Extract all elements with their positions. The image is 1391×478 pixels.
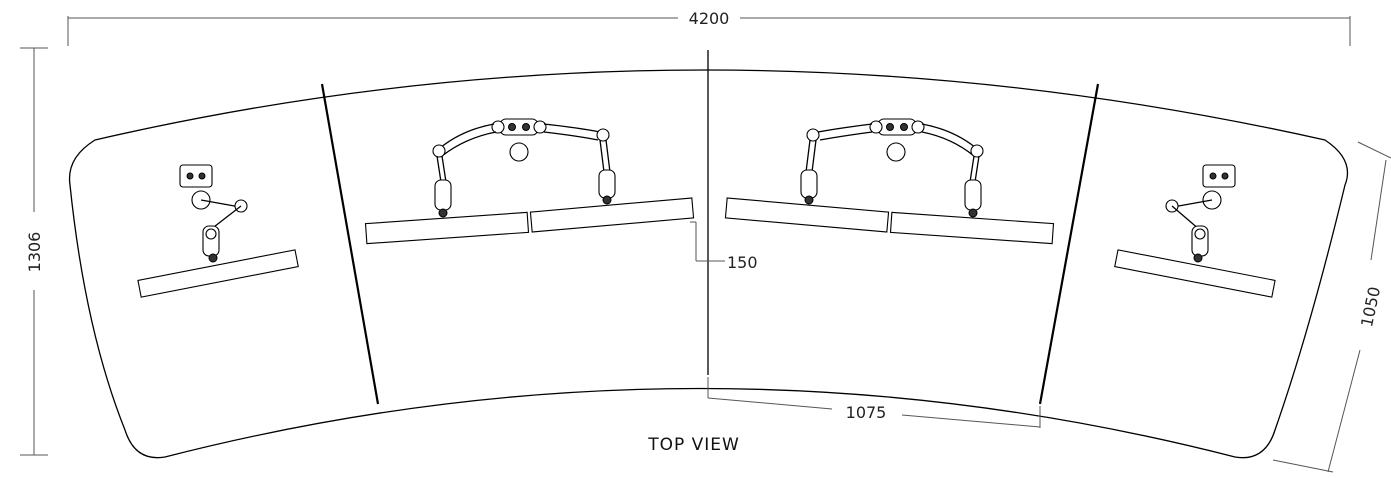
monitor-bar-center-left-2 bbox=[529, 197, 695, 233]
dimension-offset: 150 bbox=[690, 221, 758, 272]
dimension-overall-depth: 1306 bbox=[20, 47, 48, 456]
dimension-label-offset: 150 bbox=[727, 253, 758, 272]
clamp-far-left bbox=[208, 253, 218, 263]
pole-center-right bbox=[886, 142, 906, 162]
dimension-section-width: 1075 bbox=[707, 377, 1041, 428]
dimension-section-depth: 1050 bbox=[1272, 141, 1391, 473]
monitor-mount-far-right bbox=[1202, 164, 1236, 188]
monitor-arm-far-right bbox=[1114, 164, 1276, 298]
monitor-bar-center-right-2 bbox=[889, 211, 1055, 245]
monitor-arm-center-left bbox=[364, 118, 695, 245]
monitor-bar-far-left bbox=[137, 249, 299, 298]
pole-center-left bbox=[509, 142, 529, 162]
dimension-label-overall-depth: 1306 bbox=[25, 232, 44, 273]
dimension-label-section-width: 1075 bbox=[846, 403, 887, 422]
monitor-mount-far-left bbox=[179, 164, 213, 188]
monitor-bar-center-left-1 bbox=[364, 211, 530, 245]
dimension-label-overall-width: 4200 bbox=[689, 9, 730, 28]
section-divider-left bbox=[320, 83, 380, 405]
monitor-bar-center-right-1 bbox=[724, 197, 890, 233]
monitor-bar-far-right bbox=[1114, 249, 1276, 298]
desk-outline bbox=[68, 69, 1349, 459]
section-divider-right bbox=[1038, 83, 1100, 405]
view-label: TOP VIEW bbox=[647, 435, 740, 455]
monitor-arm-far-left bbox=[137, 164, 299, 298]
clamp-far-right bbox=[1193, 253, 1203, 263]
monitor-arm-center-right bbox=[724, 118, 1055, 245]
dimension-label-section-depth: 1050 bbox=[1357, 285, 1384, 329]
monitor-mount-center-left bbox=[499, 118, 539, 136]
dimension-overall-width: 4200 bbox=[67, 9, 1351, 46]
monitor-mount-center-right bbox=[877, 118, 917, 136]
